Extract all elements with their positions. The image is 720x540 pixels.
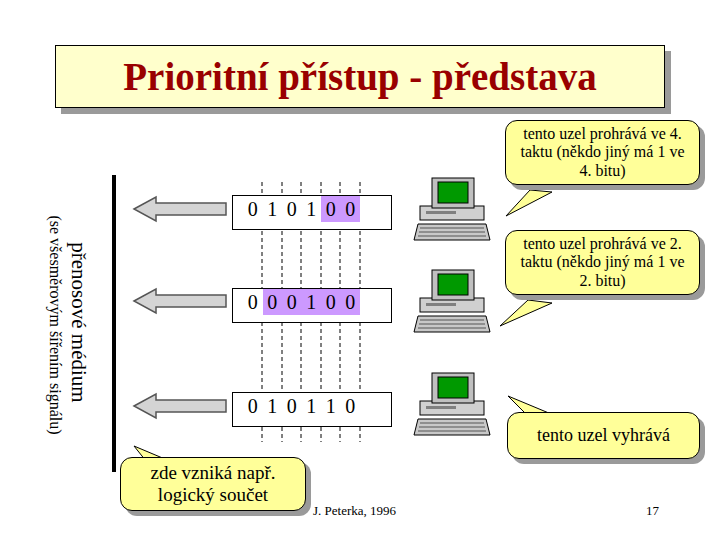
bit: 0	[341, 393, 361, 419]
bit: 0	[263, 289, 283, 315]
computer	[414, 373, 490, 435]
callout-text: tento uzel vyhrává	[516, 425, 691, 446]
callout: zde vzniká např. logický součet	[120, 457, 306, 511]
callout: tento uzel prohrává ve 2. taktu (někdo j…	[505, 230, 700, 295]
bit-string-text: 0 1 0 1 1 0	[243, 393, 391, 426]
bit: 1	[321, 393, 341, 419]
bit: 1	[302, 393, 322, 419]
bit: 0	[243, 196, 263, 222]
medium-line	[112, 175, 116, 472]
callout: tento uzel prohrává ve 4. taktu (někdo j…	[505, 120, 700, 185]
bit: 0	[243, 289, 263, 315]
callout: tento uzel vyhrává	[507, 412, 700, 459]
medium-note: (se všesměrovým šířením signálu)	[46, 215, 64, 434]
signal-arrow	[134, 394, 226, 418]
bit: 0	[321, 196, 341, 222]
bit: 1	[302, 196, 322, 222]
page-number: 17	[646, 503, 659, 519]
bit: 0	[243, 393, 263, 419]
bit: 1	[263, 196, 283, 222]
signal-arrow	[134, 289, 226, 313]
bit: 1	[263, 393, 283, 419]
bit-string: 0 1 0 1 0 0	[232, 195, 392, 230]
signal-arrow	[134, 197, 226, 221]
title-box: Prioritní přístup - představa	[55, 45, 665, 108]
bit-string: 0 0 0 1 0 0	[232, 288, 392, 323]
bit: 0	[341, 289, 361, 315]
computer	[414, 178, 490, 240]
bit: 0	[282, 196, 302, 222]
bit-string-text: 0 1 0 1 0 0	[243, 196, 391, 229]
bit: 0	[341, 196, 361, 222]
bit: 0	[282, 393, 302, 419]
callout-text: tento uzel prohrává ve 2. taktu (někdo j…	[514, 235, 691, 290]
title: Prioritní přístup - představa	[123, 54, 596, 99]
bit: 0	[321, 289, 341, 315]
bit: 0	[282, 289, 302, 315]
bit-string: 0 1 0 1 1 0	[232, 392, 392, 427]
callout-tail	[506, 190, 552, 216]
computer	[414, 270, 490, 332]
callout-tail	[500, 300, 552, 326]
callout-text: zde vzniká např. logický součet	[129, 462, 297, 506]
author: J. Peterka, 1996	[313, 503, 396, 519]
bit-string-text: 0 0 0 1 0 0	[243, 289, 391, 322]
bit: 1	[302, 289, 322, 315]
callout-text: tento uzel prohrává ve 4. taktu (někdo j…	[514, 125, 691, 180]
medium-label: přenosové médium	[66, 242, 91, 402]
